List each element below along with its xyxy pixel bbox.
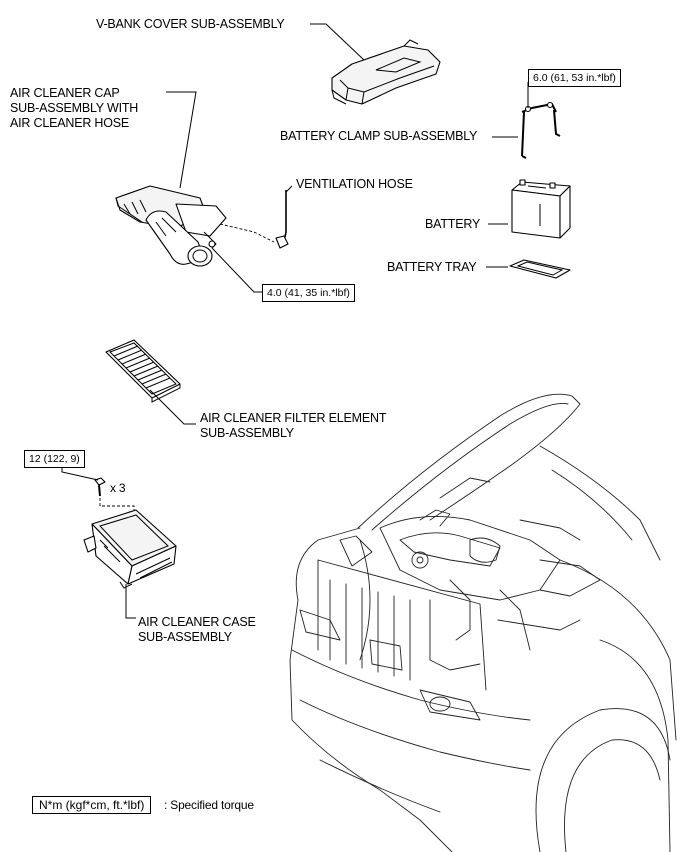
air-cleaner-cap-label-line2: SUB-ASSEMBLY WITH xyxy=(10,101,139,115)
air-cleaner-case-drawing xyxy=(83,509,177,589)
legend-description: : Specified torque xyxy=(164,798,254,812)
battery-drawing xyxy=(511,179,571,239)
air-cleaner-cap-drawing xyxy=(115,185,227,267)
bolt-drawing xyxy=(94,477,106,497)
battery-tray-label: BATTERY TRAY xyxy=(387,260,477,274)
hose-clamp-torque-box: 4.0 (41, 35 in.*lbf) xyxy=(262,284,355,302)
dashed-hose-connection xyxy=(219,223,275,243)
bolt-quantity-label: x 3 xyxy=(110,481,126,495)
air-cleaner-cap-label-line1: AIR CLEANER CAP xyxy=(10,86,120,100)
ventilation-hose-drawing xyxy=(275,190,289,249)
leader-v-bank-cover xyxy=(310,23,365,61)
case-bolt-torque-box: 12 (122, 9) xyxy=(24,450,85,468)
legend-torque-box: N*m (kgf*cm, ft.*lbf) xyxy=(32,796,152,814)
air-cleaner-case-label-line2: SUB-ASSEMBLY xyxy=(138,630,232,644)
filter-element-label-line2: SUB-ASSEMBLY xyxy=(200,426,294,440)
leader-ventilation-hose xyxy=(285,185,293,193)
air-cleaner-cap-label-line3: AIR CLEANER HOSE xyxy=(10,116,130,130)
leader-air-cleaner-case xyxy=(125,584,136,619)
ventilation-hose-label: VENTILATION HOSE xyxy=(296,177,413,191)
leader-air-cleaner-cap xyxy=(166,91,197,189)
battery-tray-drawing xyxy=(509,259,571,279)
vehicle-front-drawing xyxy=(289,393,677,852)
battery-clamp-torque-box: 6.0 (61, 53 in.*lbf) xyxy=(528,69,621,87)
battery-clamp-label: BATTERY CLAMP SUB-ASSEMBLY xyxy=(280,129,478,143)
leader-filter-element xyxy=(149,389,196,425)
filter-element-drawing xyxy=(105,339,181,403)
air-cleaner-case-label-line1: AIR CLEANER CASE xyxy=(138,615,256,629)
filter-element-label-line1: AIR CLEANER FILTER ELEMENT xyxy=(200,411,387,425)
battery-clamp-drawing xyxy=(521,101,561,159)
leader-hose-clamp-torque xyxy=(211,247,262,293)
v-bank-cover-drawing xyxy=(331,39,441,105)
v-bank-cover-label: V-BANK COVER SUB-ASSEMBLY xyxy=(96,17,285,31)
battery-label: BATTERY xyxy=(425,217,481,231)
